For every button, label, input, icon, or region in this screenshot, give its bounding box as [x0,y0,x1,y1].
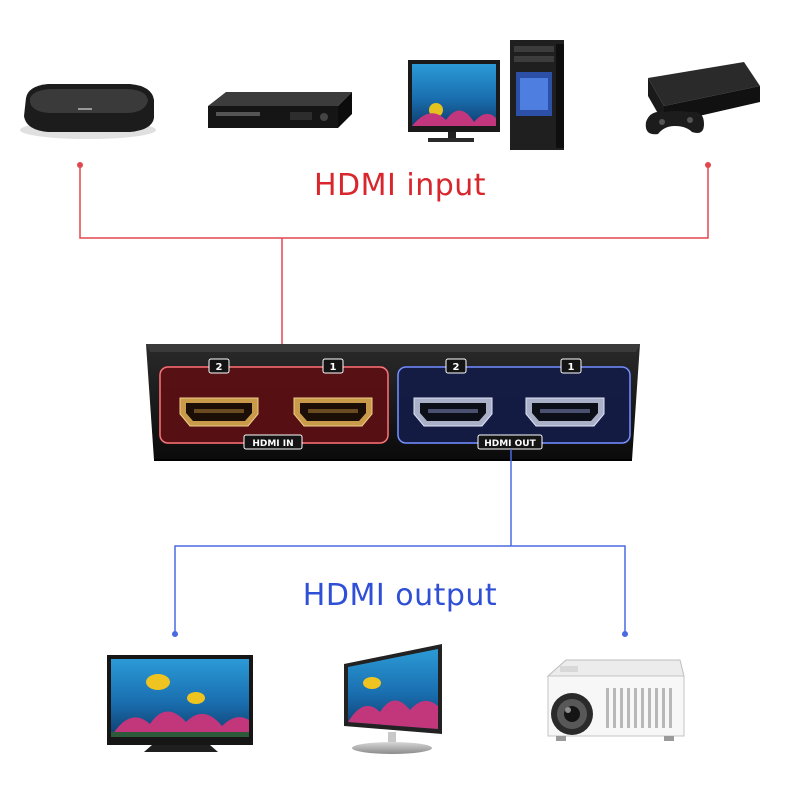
dvd-player-icon [208,92,352,128]
svg-text:2: 2 [453,362,460,373]
projector-icon [548,660,684,741]
svg-text:HDMI OUT: HDMI OUT [484,439,536,449]
svg-text:HDMI IN: HDMI IN [252,439,293,449]
port-number-tag: 1 [323,359,343,373]
port-number-tag: 2 [446,359,466,373]
hdmi-in-port-2 [180,398,258,426]
port-number-tag: 2 [209,359,229,373]
hdmi-out-port-1 [526,398,604,426]
hdmi-out-tag: HDMI OUT [478,435,542,449]
port-number-tag: 1 [561,359,581,373]
tv-box-icon [20,84,156,139]
output-dot-left [172,631,178,637]
svg-text:1: 1 [568,362,575,373]
tv-monitor-icon [107,655,253,752]
desktop-pc-icon [408,40,564,150]
svg-text:2: 2 [216,362,223,373]
hdmi-output-label: HDMI output [0,578,800,613]
output-dot-right [622,631,628,637]
game-console-icon [646,62,760,134]
hdmi-input-label: HDMI input [0,168,800,203]
svg-text:1: 1 [330,362,337,373]
hdmi-in-port-1 [294,398,372,426]
pc-monitor-icon [344,644,442,754]
hdmi-in-tag: HDMI IN [244,435,302,449]
hdmi-switch-box: 2 1 2 1 [146,344,640,460]
hdmi-out-port-2 [414,398,492,426]
